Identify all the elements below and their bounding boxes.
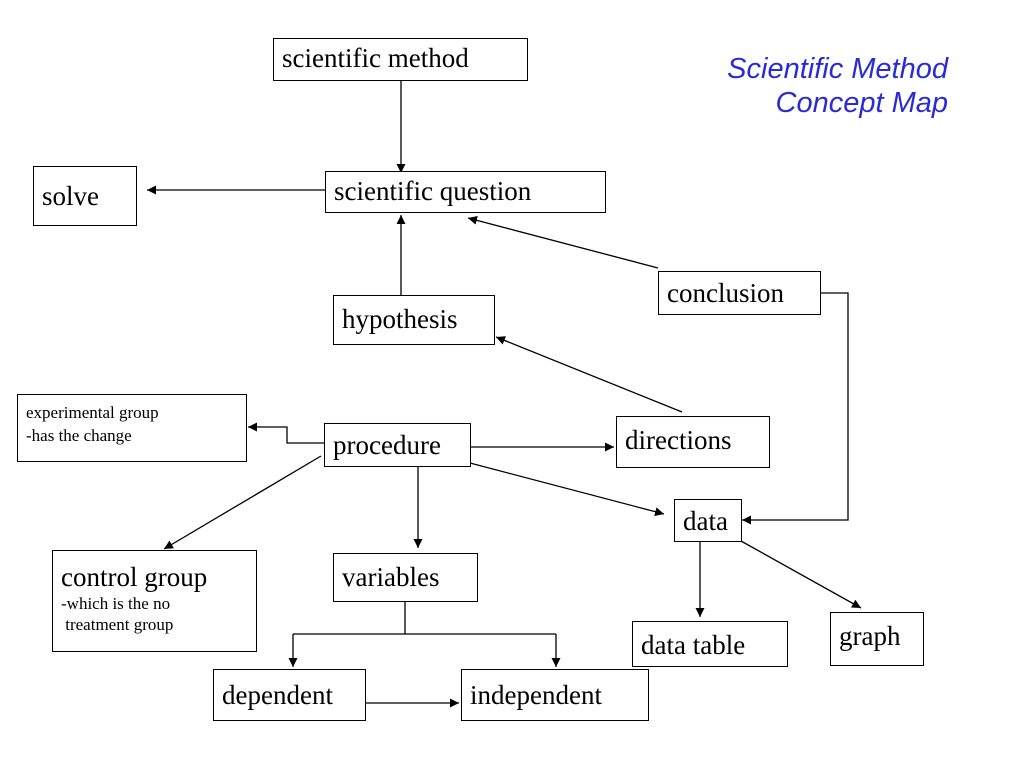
node-conclusion: conclusion (658, 271, 821, 315)
arrow-data-to-graph (740, 540, 862, 609)
node-experimental-group: experimental group -has the change (17, 394, 247, 462)
arrow-conclusion-to-question (467, 215, 659, 269)
node-solve: solve (33, 166, 137, 226)
arrow-procedure-to-experimental-group (248, 422, 324, 444)
arrow-conclusion-to-data (742, 292, 849, 525)
node-hypothesis: hypothesis (333, 295, 495, 345)
experimental-group-note: -has the change (26, 426, 132, 445)
experimental-group-label: experimental group (26, 403, 159, 422)
node-variables: variables (333, 553, 478, 602)
control-group-label: control group (61, 562, 208, 592)
control-group-note-1: -which is the no (61, 594, 171, 613)
node-scientific-question: scientific question (325, 171, 606, 213)
node-procedure: procedure (324, 423, 471, 467)
diagram-title: Scientific Method Concept Map (727, 52, 948, 120)
arrow-procedure-to-data (469, 462, 665, 517)
node-control-group: control group -which is the no treatment… (52, 550, 257, 652)
node-data-table: data table (632, 621, 788, 667)
arrow-procedure-to-control-group (163, 455, 322, 550)
node-scientific-method: scientific method (273, 38, 528, 81)
node-data: data (674, 499, 742, 542)
node-independent: independent (461, 669, 649, 721)
node-graph: graph (830, 612, 924, 666)
control-group-note-2: treatment group (61, 615, 174, 634)
arrow-directions-to-hypothesis (495, 336, 683, 413)
title-line-2: Concept Map (775, 87, 949, 119)
node-directions: directions (616, 416, 770, 468)
node-dependent: dependent (213, 669, 366, 721)
title-line-1: Scientific Method (727, 53, 948, 85)
